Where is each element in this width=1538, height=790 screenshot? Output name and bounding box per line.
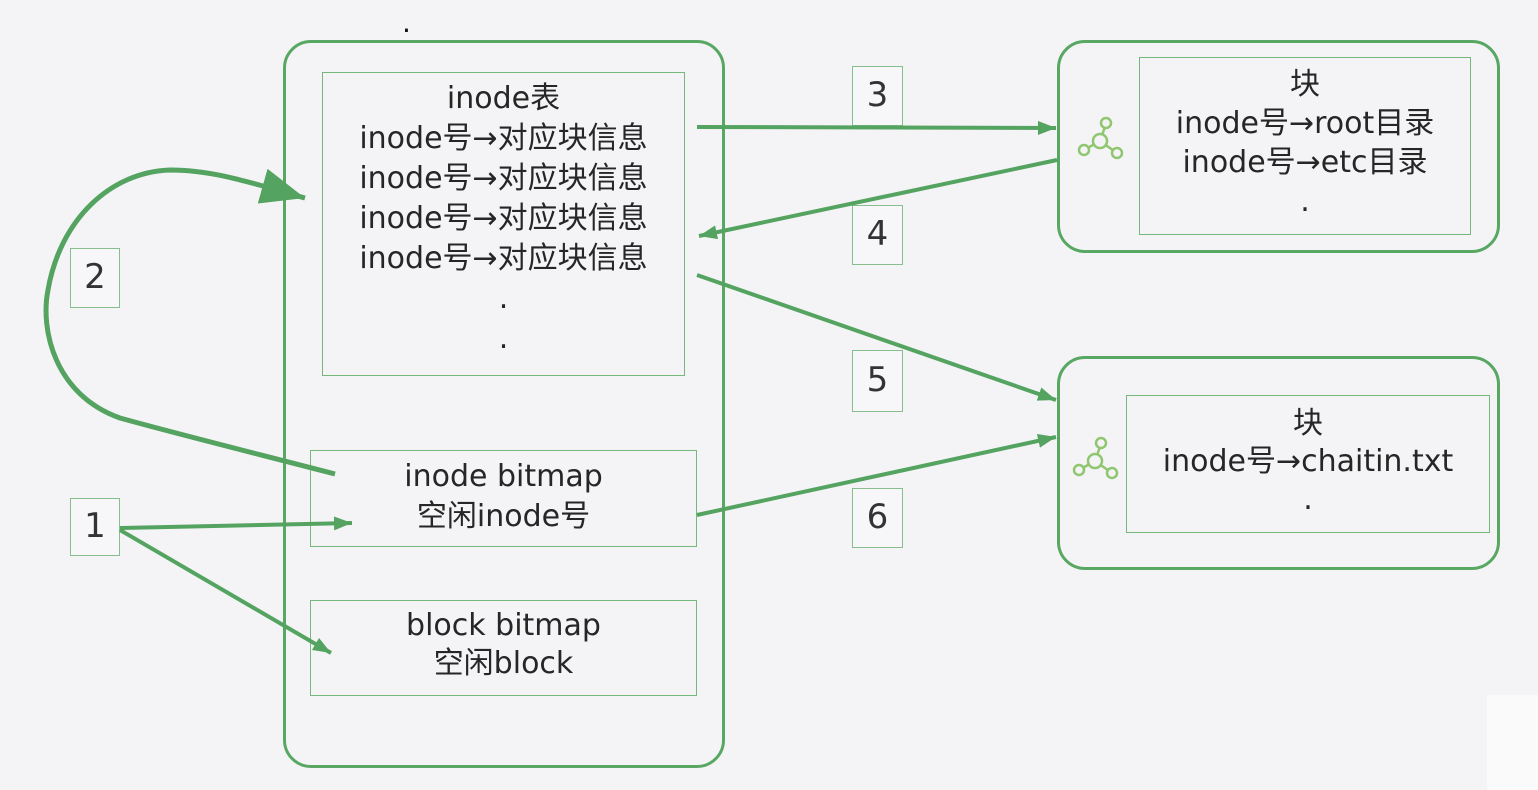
data-block-panel: 块 inode号→root目录 inode号→etc目录 . xyxy=(1057,40,1500,253)
data-block-continuation: . xyxy=(1300,184,1310,219)
data-block-entry: inode号→root目录 xyxy=(1175,106,1435,141)
inode-table-continuation: . xyxy=(498,321,509,356)
inode-bitmap-content: 空闲inode号 xyxy=(416,499,591,534)
inode-bitmap-title: inode bitmap xyxy=(404,459,603,494)
data-block-panel: 块 inode号→chaitin.txt . xyxy=(1057,356,1500,570)
stray-dot: . xyxy=(402,6,411,39)
block-group-panel: inode表 inode号→对应块信息 inode号→对应块信息 inode号→… xyxy=(283,40,725,768)
block-bitmap-content: 空闲block xyxy=(433,646,574,681)
inode-table-entry: inode号→对应块信息 xyxy=(359,241,648,276)
corner-overlay xyxy=(1487,695,1538,790)
inode-table-entry: inode号→对应块信息 xyxy=(359,121,648,156)
inode-table-entry: inode号→对应块信息 xyxy=(359,161,648,196)
data-block-entry: inode号→etc目录 xyxy=(1182,145,1428,180)
arrow-3-inode-table-to-block xyxy=(696,120,1057,135)
data-block-continuation: . xyxy=(1303,482,1313,517)
step-4-label: 4 xyxy=(852,205,903,265)
inode-table-entry: inode号→对应块信息 xyxy=(359,201,648,236)
share-nodes-icon xyxy=(1072,436,1119,480)
block-bitmap: block bitmap 空闲block xyxy=(310,600,697,696)
block-bitmap-title: block bitmap xyxy=(406,608,601,643)
data-block-directory: 块 inode号→root目录 inode号→etc目录 . xyxy=(1139,57,1471,235)
step-6-label: 6 xyxy=(852,488,903,548)
share-nodes-icon xyxy=(1077,116,1124,160)
step-5-label: 5 xyxy=(852,350,903,412)
step-1-label: 1 xyxy=(70,498,120,556)
step-3-label: 3 xyxy=(852,66,903,126)
inode-table: inode表 inode号→对应块信息 inode号→对应块信息 inode号→… xyxy=(322,72,685,376)
inode-table-title: inode表 xyxy=(446,81,561,116)
inode-bitmap: inode bitmap 空闲inode号 xyxy=(310,450,697,547)
step-2-label: 2 xyxy=(70,248,120,308)
data-block-entry: inode号→chaitin.txt xyxy=(1162,444,1454,479)
data-block-title: 块 xyxy=(1290,67,1320,102)
inode-table-continuation: . xyxy=(498,281,509,316)
data-block-file: 块 inode号→chaitin.txt . xyxy=(1126,395,1490,533)
data-block-title: 块 xyxy=(1293,406,1323,441)
